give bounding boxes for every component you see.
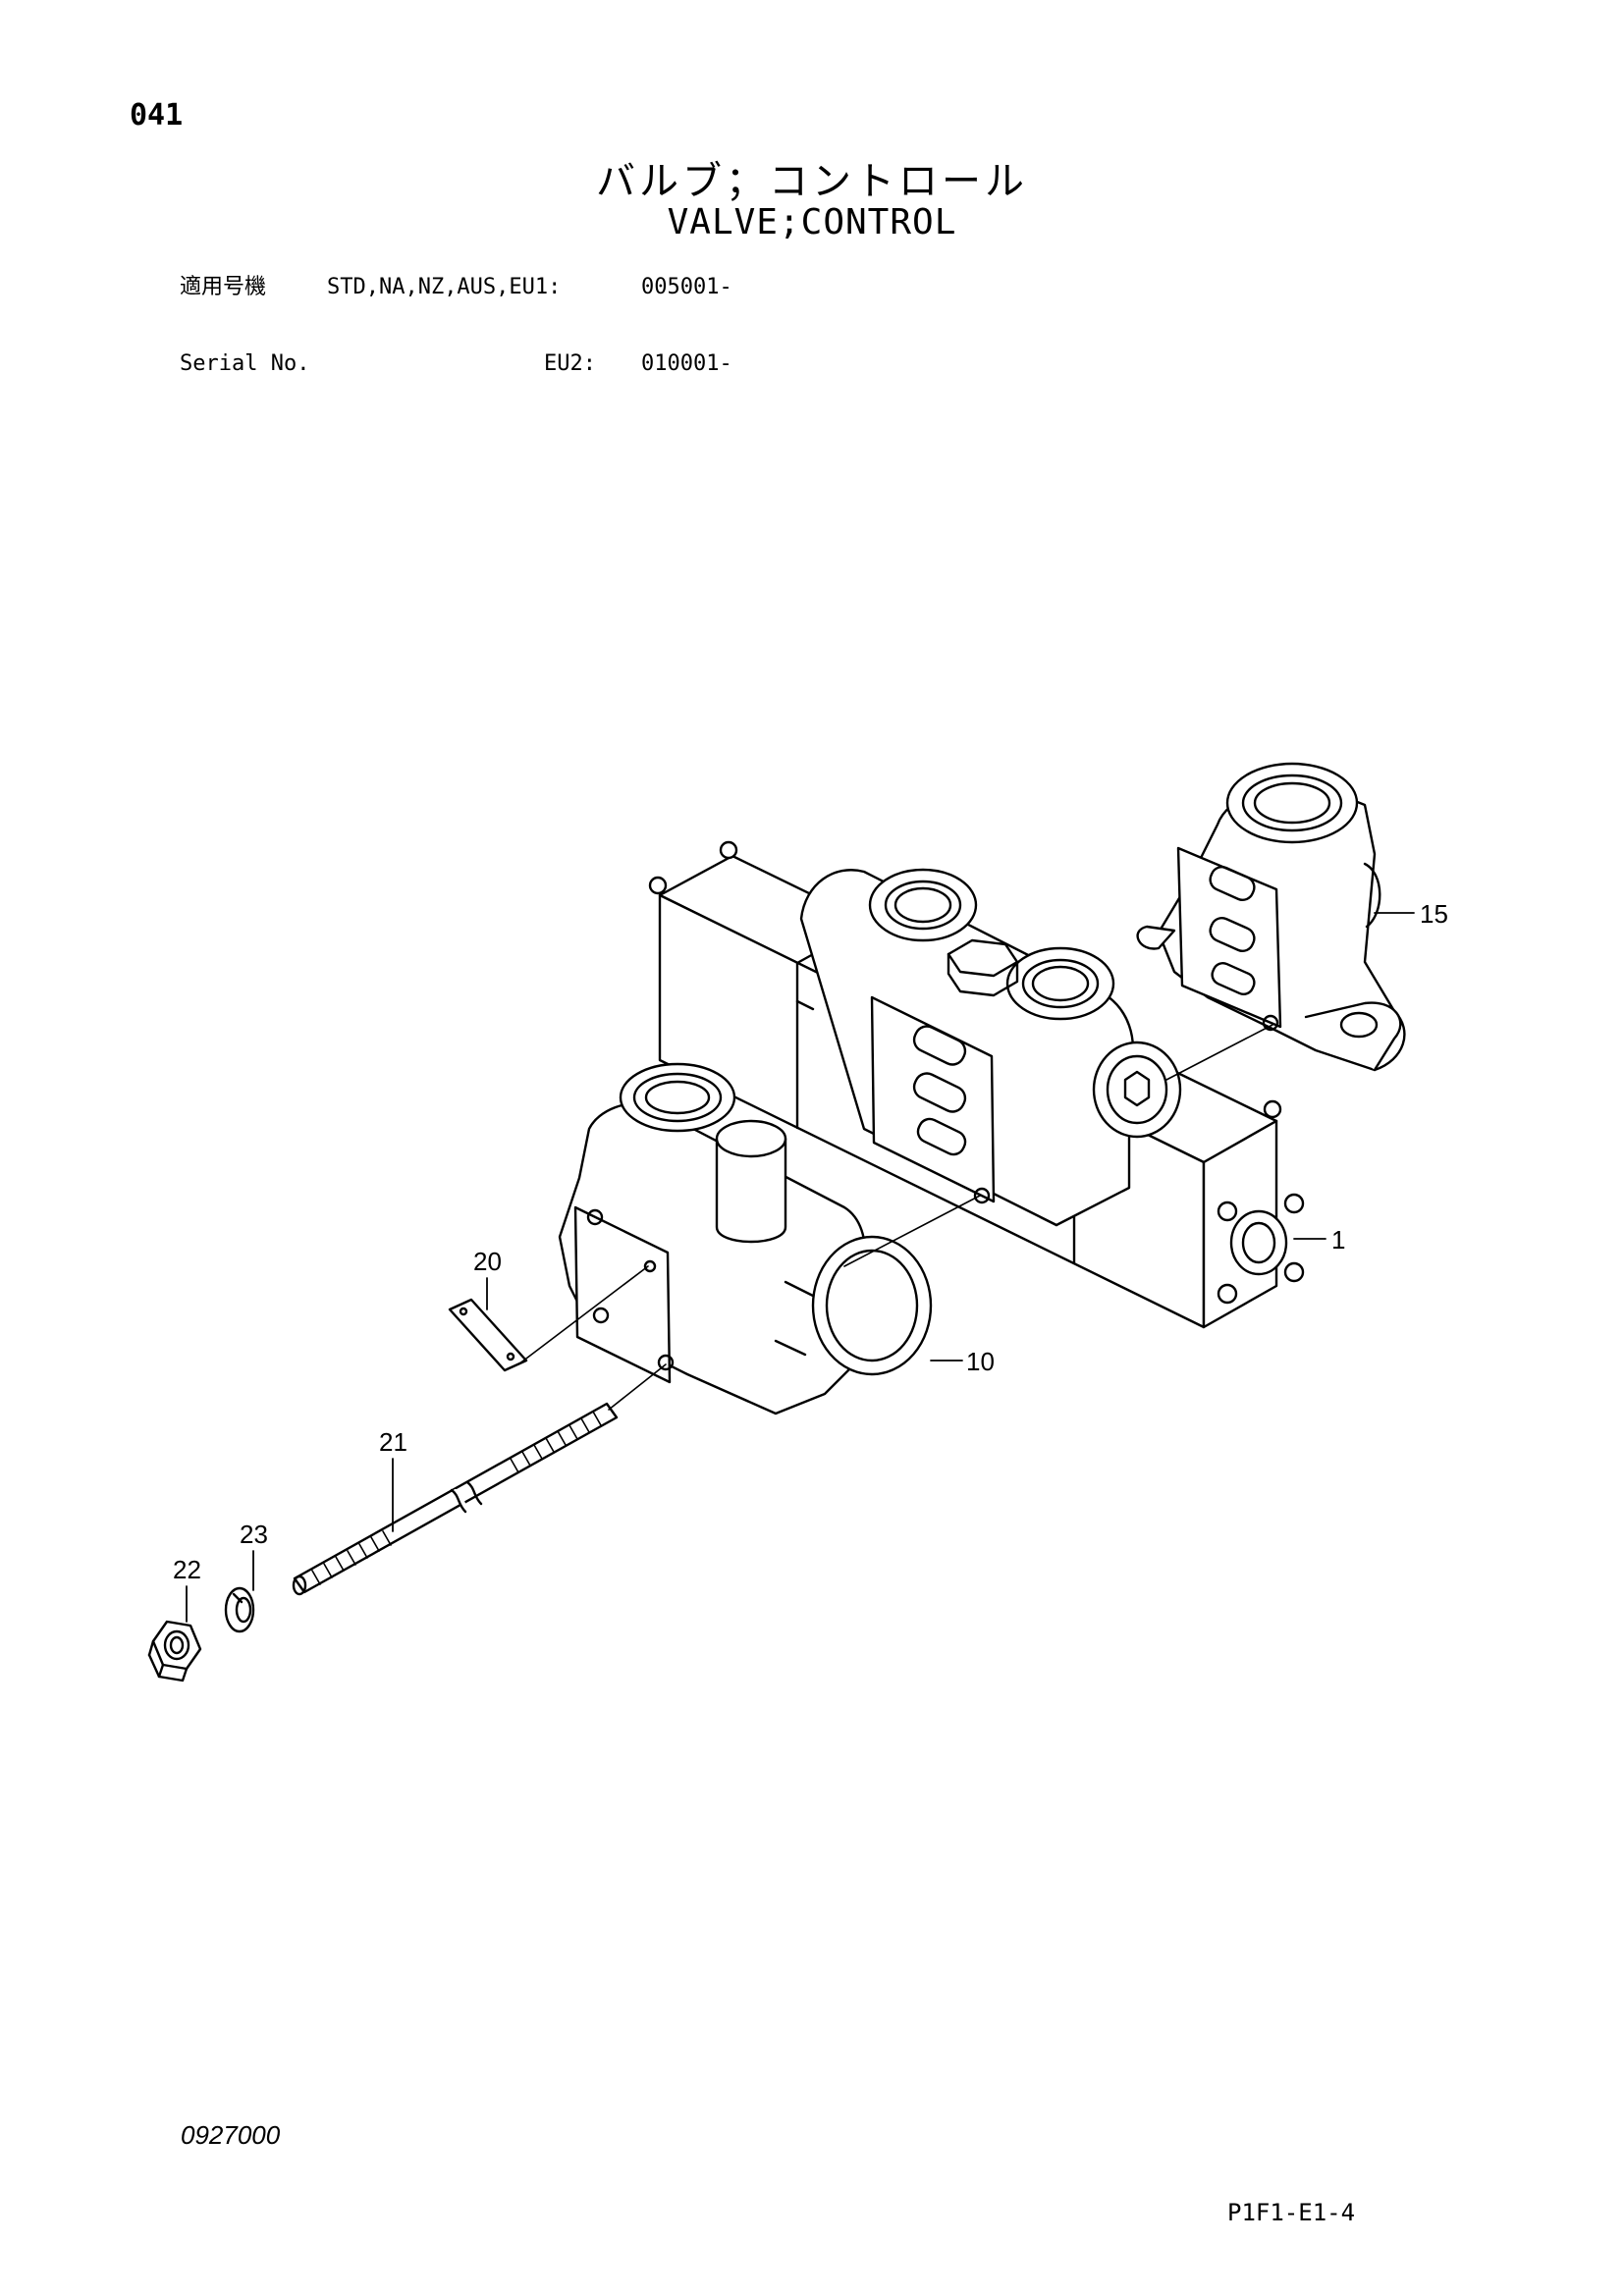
title-japanese: バルブ；コントロール [596, 159, 1028, 204]
serial-label: Serial No. [179, 351, 310, 376]
callout-part-10: 10 [966, 1347, 995, 1376]
serial-models: STD,NA,NZ,AUS,EU1: [326, 275, 562, 299]
hex-nut [147, 1620, 202, 1682]
spring-washer [224, 1586, 255, 1633]
callout-part-23: 23 [240, 1520, 268, 1549]
serial-models: EU2: [544, 351, 596, 376]
valve-housing [799, 868, 1182, 1227]
callout-part-21: 21 [379, 1427, 407, 1457]
callout-part-20: 20 [473, 1247, 502, 1276]
callout-part-1: 1 [1331, 1225, 1345, 1255]
serial-row: 適用号機 STD,NA,NZ,AUS,EU1: 005001- [128, 249, 732, 326]
serial-row: Serial No. EU2: 010001- [128, 326, 732, 402]
valve-cover-upper [1136, 762, 1406, 1072]
nameplate [448, 1298, 528, 1372]
page-number: 041 [130, 98, 184, 133]
stud-bolt [292, 1402, 619, 1596]
assembly-lines [517, 1024, 1273, 1411]
callout-part-15: 15 [1420, 899, 1448, 929]
serial-number: 005001- [640, 275, 732, 299]
serial-applicability: 適用号機 STD,NA,NZ,AUS,EU1: 005001- Serial No.… [128, 249, 732, 402]
drawing-number: 0927000 [181, 2120, 281, 2150]
serial-number: 010001- [640, 351, 732, 376]
title-english: VALVE;CONTROL [667, 202, 957, 242]
serial-label: 適用号機 [179, 275, 266, 299]
page-code: P1F1-E1-4 [1227, 2199, 1356, 2226]
leader-lines [186, 912, 1415, 1623]
valve-cover-lower [558, 1062, 933, 1415]
callout-part-22: 22 [173, 1555, 201, 1584]
